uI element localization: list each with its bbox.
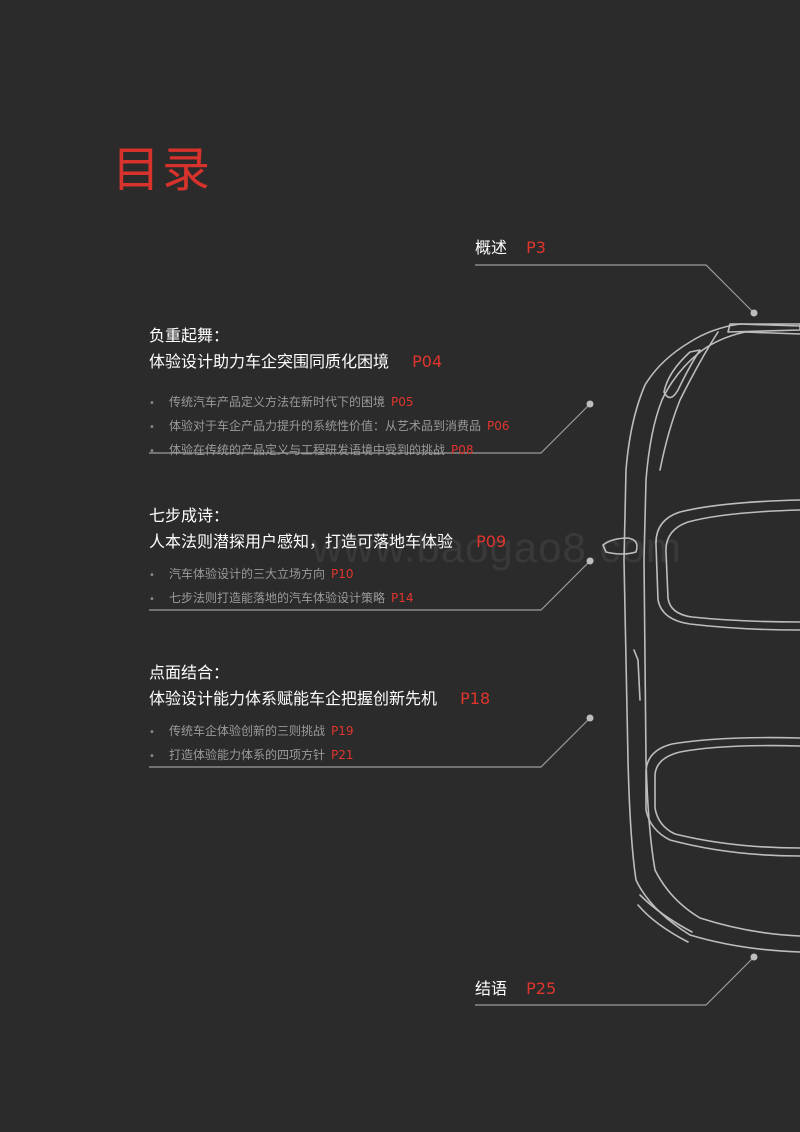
overview-page: P3 <box>526 238 546 257</box>
overview-label: 概述 <box>475 238 508 257</box>
list-item[interactable]: • 传统车企体验创新的三则挑战 P19 <box>149 719 490 743</box>
toc-section-1[interactable]: 负重起舞： 体验设计助力车企突围同质化困境 P04 • 传统汽车产品定义方法在新时… <box>149 322 510 462</box>
list-item[interactable]: • 打造体验能力体系的四项方针 P21 <box>149 743 490 767</box>
bullet-icon: • <box>149 398 155 409</box>
list-item-text: 七步法则打造能落地的汽车体验设计策略 <box>169 591 386 605</box>
section-3-heading-1: 点面结合： <box>149 663 230 682</box>
section-3-heading-2-row: 体验设计能力体系赋能车企把握创新先机 P18 <box>149 685 490 715</box>
section-2-heading-2-row: 人本法则潜探用户感知，打造可落地车体验 P09 <box>149 528 506 558</box>
list-item-page: P05 <box>391 395 414 409</box>
conclusion-label: 结语 <box>475 979 508 998</box>
list-item-page: P14 <box>391 591 414 605</box>
bullet-icon: • <box>149 594 155 605</box>
conclusion-page: P25 <box>526 979 557 998</box>
toc-item-overview[interactable]: 概述 P3 <box>475 234 546 258</box>
list-item[interactable]: • 体验在传统的产品定义与工程研发语境中受到的挑战 P08 <box>149 438 510 462</box>
list-item-text: 体验对于车企产品力提升的系统性价值：从艺术品到消费品 <box>169 419 482 433</box>
bullet-icon: • <box>149 751 155 762</box>
list-item-page: P21 <box>331 748 354 762</box>
section-2-page: P09 <box>476 532 507 551</box>
list-item[interactable]: • 汽车体验设计的三大立场方向 P10 <box>149 562 506 586</box>
list-item-text: 打造体验能力体系的四项方针 <box>169 748 326 762</box>
section-2-heading-2: 人本法则潜探用户感知，打造可落地车体验 <box>149 532 454 551</box>
toc-item-conclusion[interactable]: 结语 P25 <box>475 975 556 999</box>
toc-section-3[interactable]: 点面结合： 体验设计能力体系赋能车企把握创新先机 P18 • 传统车企体验创新的三… <box>149 659 490 767</box>
list-item-text: 体验在传统的产品定义与工程研发语境中受到的挑战 <box>169 443 446 457</box>
bullet-icon: • <box>149 446 155 457</box>
list-item-text: 汽车体验设计的三大立场方向 <box>169 567 326 581</box>
list-item-text: 传统车企体验创新的三则挑战 <box>169 724 326 738</box>
list-item-page: P08 <box>451 443 474 457</box>
section-3-page: P18 <box>460 689 491 708</box>
section-1-heading-2: 体验设计助力车企突围同质化困境 <box>149 352 390 371</box>
page-title: 目录 <box>112 142 213 198</box>
bullet-icon: • <box>149 570 155 581</box>
list-item[interactable]: • 体验对于车企产品力提升的系统性价值：从艺术品到消费品 P06 <box>149 414 510 438</box>
list-item-page: P19 <box>331 724 354 738</box>
list-item-text: 传统汽车产品定义方法在新时代下的困境 <box>169 395 386 409</box>
toc-section-2[interactable]: 七步成诗： 人本法则潜探用户感知，打造可落地车体验 P09 • 汽车体验设计的三大… <box>149 502 506 610</box>
section-1-page: P04 <box>412 352 443 371</box>
section-3-heading-2: 体验设计能力体系赋能车企把握创新先机 <box>149 689 438 708</box>
bullet-icon: • <box>149 422 155 433</box>
list-item-page: P10 <box>331 567 354 581</box>
section-2-heading-1: 七步成诗： <box>149 506 230 525</box>
section-1-heading-1: 负重起舞： <box>149 326 230 345</box>
list-item-page: P06 <box>487 419 510 433</box>
watermark: www.baogao8.com <box>312 524 682 571</box>
bullet-icon: • <box>149 727 155 738</box>
section-1-heading-2-row: 体验设计助力车企突围同质化困境 P04 <box>149 348 510 378</box>
list-item[interactable]: • 七步法则打造能落地的汽车体验设计策略 P14 <box>149 586 506 610</box>
list-item[interactable]: • 传统汽车产品定义方法在新时代下的困境 P05 <box>149 390 510 414</box>
